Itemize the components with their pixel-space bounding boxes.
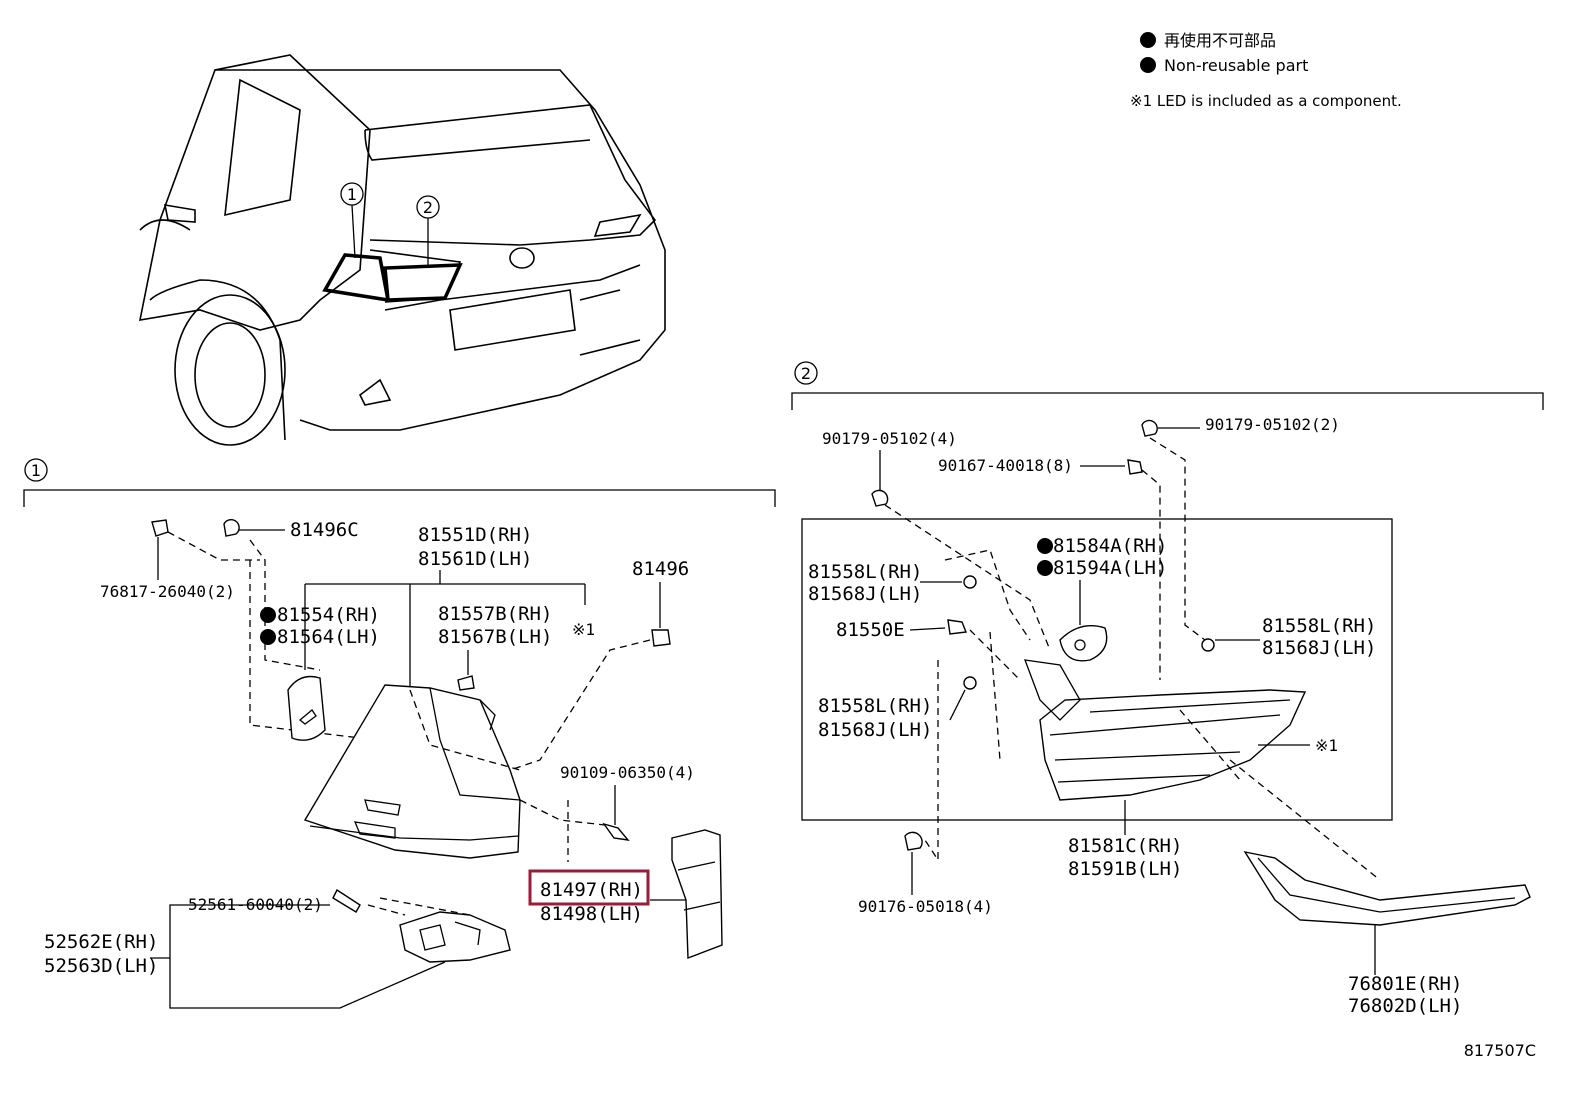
- garnish-76801E: [1243, 850, 1531, 926]
- vehicle-rear-illustration: [138, 54, 666, 446]
- section-1-number: 1: [31, 461, 41, 480]
- grommet-icon: [963, 575, 977, 589]
- part-81497[interactable]: 81497(RH): [540, 879, 643, 901]
- clip-81557B: [457, 675, 475, 691]
- part-90179-05102-4: 90179-05102(4): [822, 429, 957, 448]
- note-mark-1: ※1: [572, 620, 595, 639]
- part-81558L-b: 81558L(RH): [1262, 615, 1376, 637]
- lamp-bracket-52562E: [399, 911, 511, 963]
- part-52561-60040: 52561-60040(2): [188, 895, 323, 914]
- car-callouts: 1 2: [340, 182, 440, 268]
- section-1: 1 81496C 76817-26040(2) 81551D(RH) 81561…: [23, 458, 776, 1009]
- part-81498: 81498(LH): [540, 903, 643, 925]
- part-81594A: 81594A(LH): [1053, 557, 1167, 579]
- part-81568J-c: 81568J(LH): [818, 719, 932, 741]
- part-52562E: 52562E(RH): [44, 931, 158, 953]
- legend-jp: 再使用不可部品: [1164, 31, 1276, 50]
- cover-81497: [671, 829, 723, 960]
- detail-frame: [801, 518, 1393, 821]
- part-76801E: 76801E(RH): [1348, 973, 1462, 995]
- legend-note: ※1 LED is included as a component.: [1130, 92, 1402, 110]
- part-81558L-c: 81558L(RH): [818, 695, 932, 717]
- section-2: 2 90179-05102(4) 90167-40018(8) 90179-05…: [791, 361, 1544, 1017]
- part-81496C: 81496C: [290, 519, 359, 541]
- part-76802D: 76802D(LH): [1348, 995, 1462, 1017]
- part-81558L-a: 81558L(RH): [808, 561, 922, 583]
- gasket-81554: [287, 675, 326, 741]
- screw-52561-icon: [332, 888, 361, 913]
- non-reusable-dot-icon: [1037, 560, 1053, 576]
- grommet-icon: [871, 489, 889, 507]
- part-81561D: 81561D(LH): [418, 548, 532, 570]
- part-90167-40018: 90167-40018(8): [938, 456, 1073, 475]
- part-52563D: 52563D(LH): [44, 955, 158, 977]
- clip-icon: [223, 518, 240, 537]
- grommet-icon: [1141, 419, 1158, 437]
- grommet-90176-icon: [904, 831, 923, 851]
- callout-1-car: 1: [347, 185, 357, 204]
- section-1-bracket: [23, 489, 776, 507]
- part-81550E: 81550E: [836, 619, 905, 641]
- screw-grommet-icon: [651, 629, 671, 647]
- rear-combination-lamp: [303, 684, 521, 859]
- part-81567B: 81567B(LH): [438, 626, 552, 648]
- grommet-icon: [963, 676, 977, 690]
- part-81568J-b: 81568J(LH): [1262, 637, 1376, 659]
- callout-circle: [24, 458, 48, 482]
- grommet-icon: [1201, 638, 1215, 652]
- non-reusable-dot-icon: [260, 607, 276, 623]
- callout-circle: [794, 361, 818, 385]
- part-81581C: 81581C(RH): [1068, 835, 1182, 857]
- back-door-lamp-81581C: [1039, 689, 1307, 801]
- non-reusable-dot-icon: [1140, 57, 1156, 73]
- highlight-box-81497[interactable]: [528, 869, 650, 906]
- non-reusable-dot-icon: [1140, 32, 1156, 48]
- non-reusable-dot-icon: [260, 629, 276, 645]
- callout-2-car: 2: [423, 198, 433, 217]
- non-reusable-dot-icon: [1037, 538, 1053, 554]
- part-81557B: 81557B(RH): [438, 603, 552, 625]
- part-81568J-a: 81568J(LH): [808, 583, 922, 605]
- gasket-81584A: [1059, 625, 1108, 662]
- part-90176-05018: 90176-05018(4): [858, 897, 993, 916]
- legend: 再使用不可部品 Non-reusable part ※1 LED is incl…: [1130, 31, 1402, 110]
- part-81564: 81564(LH): [277, 626, 380, 648]
- part-90179-05102-2: 90179-05102(2): [1205, 415, 1340, 434]
- section-2-bracket: [791, 392, 1544, 410]
- legend-en: Non-reusable part: [1164, 56, 1308, 75]
- part-81496: 81496: [632, 558, 689, 580]
- part-90109-06350: 90109-06350(4): [560, 763, 695, 782]
- screw-81550E-icon: [947, 619, 967, 635]
- section-2-number: 2: [801, 364, 811, 383]
- part-81551D: 81551D(RH): [418, 524, 532, 546]
- screw-90109-icon: [602, 822, 630, 841]
- part-81591B: 81591B(LH): [1068, 858, 1182, 880]
- part-81584A: 81584A(RH): [1053, 535, 1167, 557]
- note-mark-1-section2: ※1: [1315, 736, 1338, 755]
- screw-90167-icon: [1127, 459, 1143, 475]
- part-81554: 81554(RH): [277, 604, 380, 626]
- part-76817-26040: 76817-26040(2): [100, 582, 235, 601]
- clip-icon: [151, 519, 169, 537]
- figure-code: 817507C: [1464, 1041, 1536, 1060]
